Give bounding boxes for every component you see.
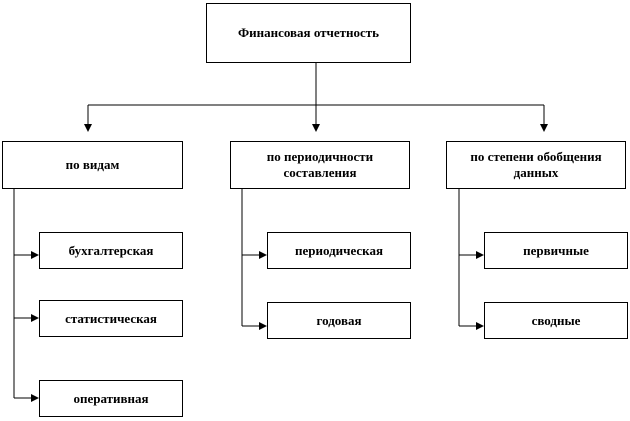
child-label: годовая <box>316 312 362 328</box>
category-label: по степени обобщения данных <box>470 149 602 180</box>
category-label: по видам <box>65 157 120 172</box>
child-box-accounting: бухгалтерская <box>39 232 183 269</box>
arrow-head <box>31 251 39 259</box>
arrow-head <box>476 322 484 330</box>
child-label: статистическая <box>65 310 157 326</box>
arrow-head <box>31 394 39 402</box>
child-box-primary: первичные <box>484 232 628 269</box>
arrow-head <box>476 251 484 259</box>
arrow-head <box>84 124 92 132</box>
category-box-by-generalization: по степени обобщения данных <box>446 141 626 189</box>
arrow-head <box>259 322 267 330</box>
category-label: по периодичности составления <box>266 149 374 180</box>
category-box-by-type: по видам <box>2 141 183 189</box>
arrow-head <box>312 124 320 132</box>
child-label: первичные <box>523 242 589 258</box>
arrow-head <box>259 251 267 259</box>
child-label: сводные <box>531 312 581 328</box>
child-label: оперативная <box>73 390 149 406</box>
root-label: Финансовая отчетность <box>237 25 380 40</box>
child-box-annual: годовая <box>267 302 411 339</box>
arrow-head <box>540 124 548 132</box>
child-label: периодическая <box>294 242 384 258</box>
arrow-head <box>31 314 39 322</box>
child-label: бухгалтерская <box>68 242 154 258</box>
child-box-consolidated: сводные <box>484 302 628 339</box>
child-box-statistical: статистическая <box>39 300 183 337</box>
root-box: Финансовая отчетность <box>206 3 411 63</box>
child-box-operational: оперативная <box>39 380 183 417</box>
child-box-periodic: периодическая <box>267 232 411 269</box>
category-box-by-periodicity: по периодичности составления <box>230 141 410 189</box>
